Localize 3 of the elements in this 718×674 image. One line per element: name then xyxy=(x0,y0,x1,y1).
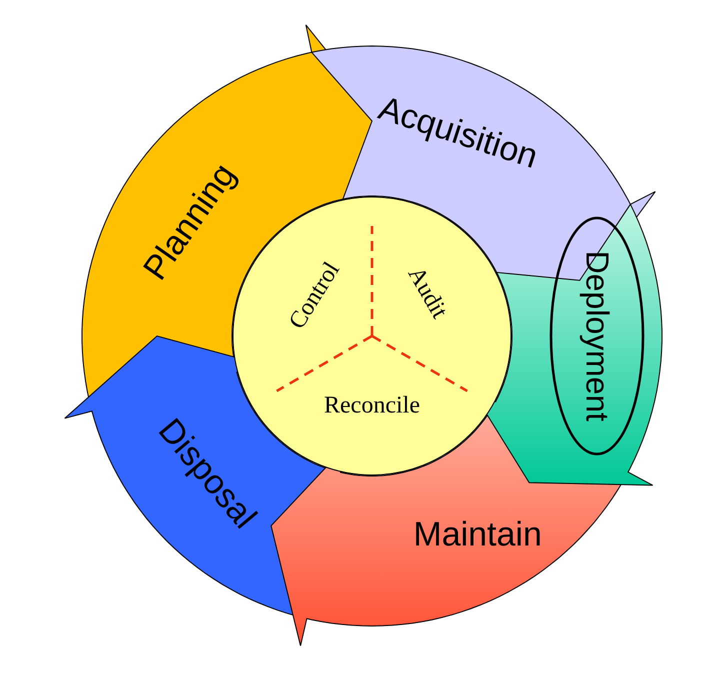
stage-label: Maintain xyxy=(413,515,542,554)
sector-label: Reconcile xyxy=(324,392,420,420)
stage-label: Deployment xyxy=(578,250,616,422)
